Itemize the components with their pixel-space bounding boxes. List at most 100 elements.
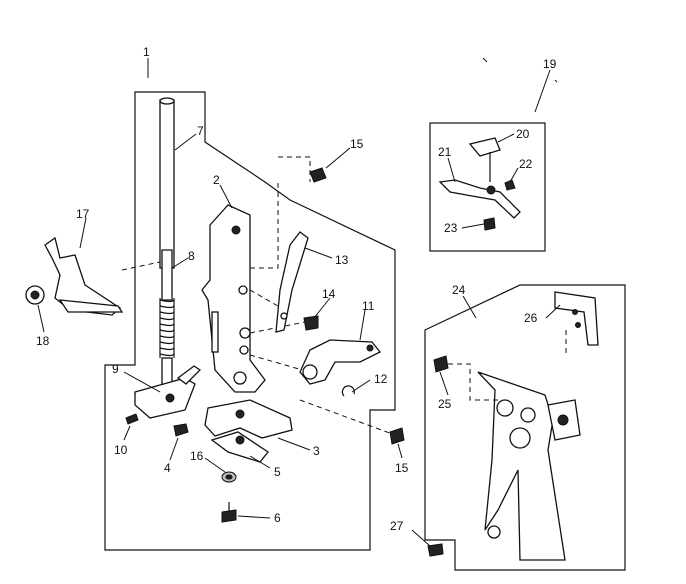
label-17: 17 [76,207,90,221]
label-26: 26 [524,311,538,325]
screw-10-icon [125,413,139,425]
leader-25 [439,371,449,396]
presser-foot-sole [58,299,124,313]
leader-10 [123,425,131,441]
label-14: 14 [322,287,336,301]
group-24-boundary [424,284,626,571]
leader-18 [37,304,45,333]
label-15-top: 15 [350,137,364,151]
leader-19 [534,69,551,113]
group-19-box [429,122,546,252]
label-23: 23 [444,221,458,235]
frame-pin-mid [238,285,248,295]
mount-bracket-hole-a [572,309,578,315]
leader-9 [123,371,161,393]
presser-bar-top [159,97,175,105]
screw-15-top-icon [309,167,327,183]
screw-6-icon [221,509,237,523]
screw-27-icon [427,543,444,557]
washer-22-icon [504,179,516,191]
label-19: 19 [543,57,557,71]
dashed-guide-15b [299,399,396,436]
leader-27 [411,529,431,547]
knee-plate-hub-mid [520,407,536,423]
screw-23-icon [483,217,496,231]
bracket-hole [165,393,175,403]
leader-24 [462,295,477,319]
leader-6 [237,515,271,519]
leader-22 [509,167,519,183]
bracket-stud [176,365,202,385]
frame-slot [211,311,219,353]
leader-8 [171,257,189,269]
label-18: 18 [36,334,50,348]
stray-mark-small [554,79,558,83]
label-25: 25 [438,397,452,411]
label-8: 8 [188,249,195,263]
label-16: 16 [190,449,204,463]
leader-2 [219,184,233,209]
label-4: 4 [164,461,171,475]
knee-plate-gear-center [557,414,569,426]
label-24: 24 [452,283,466,297]
label-5: 5 [274,465,281,479]
dashed-guide-frame [250,180,279,269]
frame-pin-bottom [239,345,249,355]
leader-3 [277,437,311,451]
label-11: 11 [362,299,375,313]
leader-12 [351,379,371,393]
knee-lifter-lever [299,339,382,385]
bracket-20 [468,137,501,157]
frame-base-hole [233,371,247,385]
leader-11 [359,309,366,341]
label-12: 12 [374,372,388,386]
presser-bar-lower [161,249,173,301]
knee-plate-hub-top [496,399,514,417]
screw-4-icon [173,423,189,437]
washer-16-inner [225,474,233,480]
label-1: 1 [143,45,150,59]
dashed-guide-13 [249,289,286,311]
leader-20 [497,133,515,143]
label-13: 13 [335,253,349,267]
presser-spring [159,298,175,358]
dashed-guide-11 [249,354,321,376]
dashed-guide-25 [448,363,498,401]
label-10: 10 [114,443,128,457]
leader-26 [545,304,561,319]
knee-plate-hub-low [509,427,531,449]
presser-lifter-plate [204,399,293,439]
presser-foot-screw-knurl [30,290,40,300]
knee-lever-hub [302,364,318,380]
label-2: 2 [213,173,220,187]
dashed-guide-foot [121,261,161,271]
mount-bracket-26 [554,291,599,346]
pivot-22 [486,185,496,195]
lifter-plate-hole [235,409,245,419]
label-6: 6 [274,511,281,525]
thread-release-plate [210,431,269,463]
label-15-bottom: 15 [395,461,409,475]
leader-14 [313,297,331,319]
leader-13 [304,247,333,259]
label-7: 7 [197,124,204,138]
label-20: 20 [516,127,530,141]
label-22: 22 [519,157,533,171]
leader-15b [397,443,403,459]
mount-bracket-hole-b [575,322,581,328]
leader-5 [249,455,271,469]
e-ring-12-icon [341,385,355,397]
label-27: 27 [390,519,404,533]
stray-mark [482,57,488,63]
screw-14-icon [303,315,319,331]
label-9: 9 [112,362,119,376]
label-3: 3 [313,444,320,458]
thread-guide-bar [438,179,521,219]
lever-hole [280,312,288,320]
label-21: 21 [438,145,452,159]
leader-23 [461,223,485,229]
screw-15-bottom-icon [389,427,405,445]
presser-bar [159,99,175,269]
